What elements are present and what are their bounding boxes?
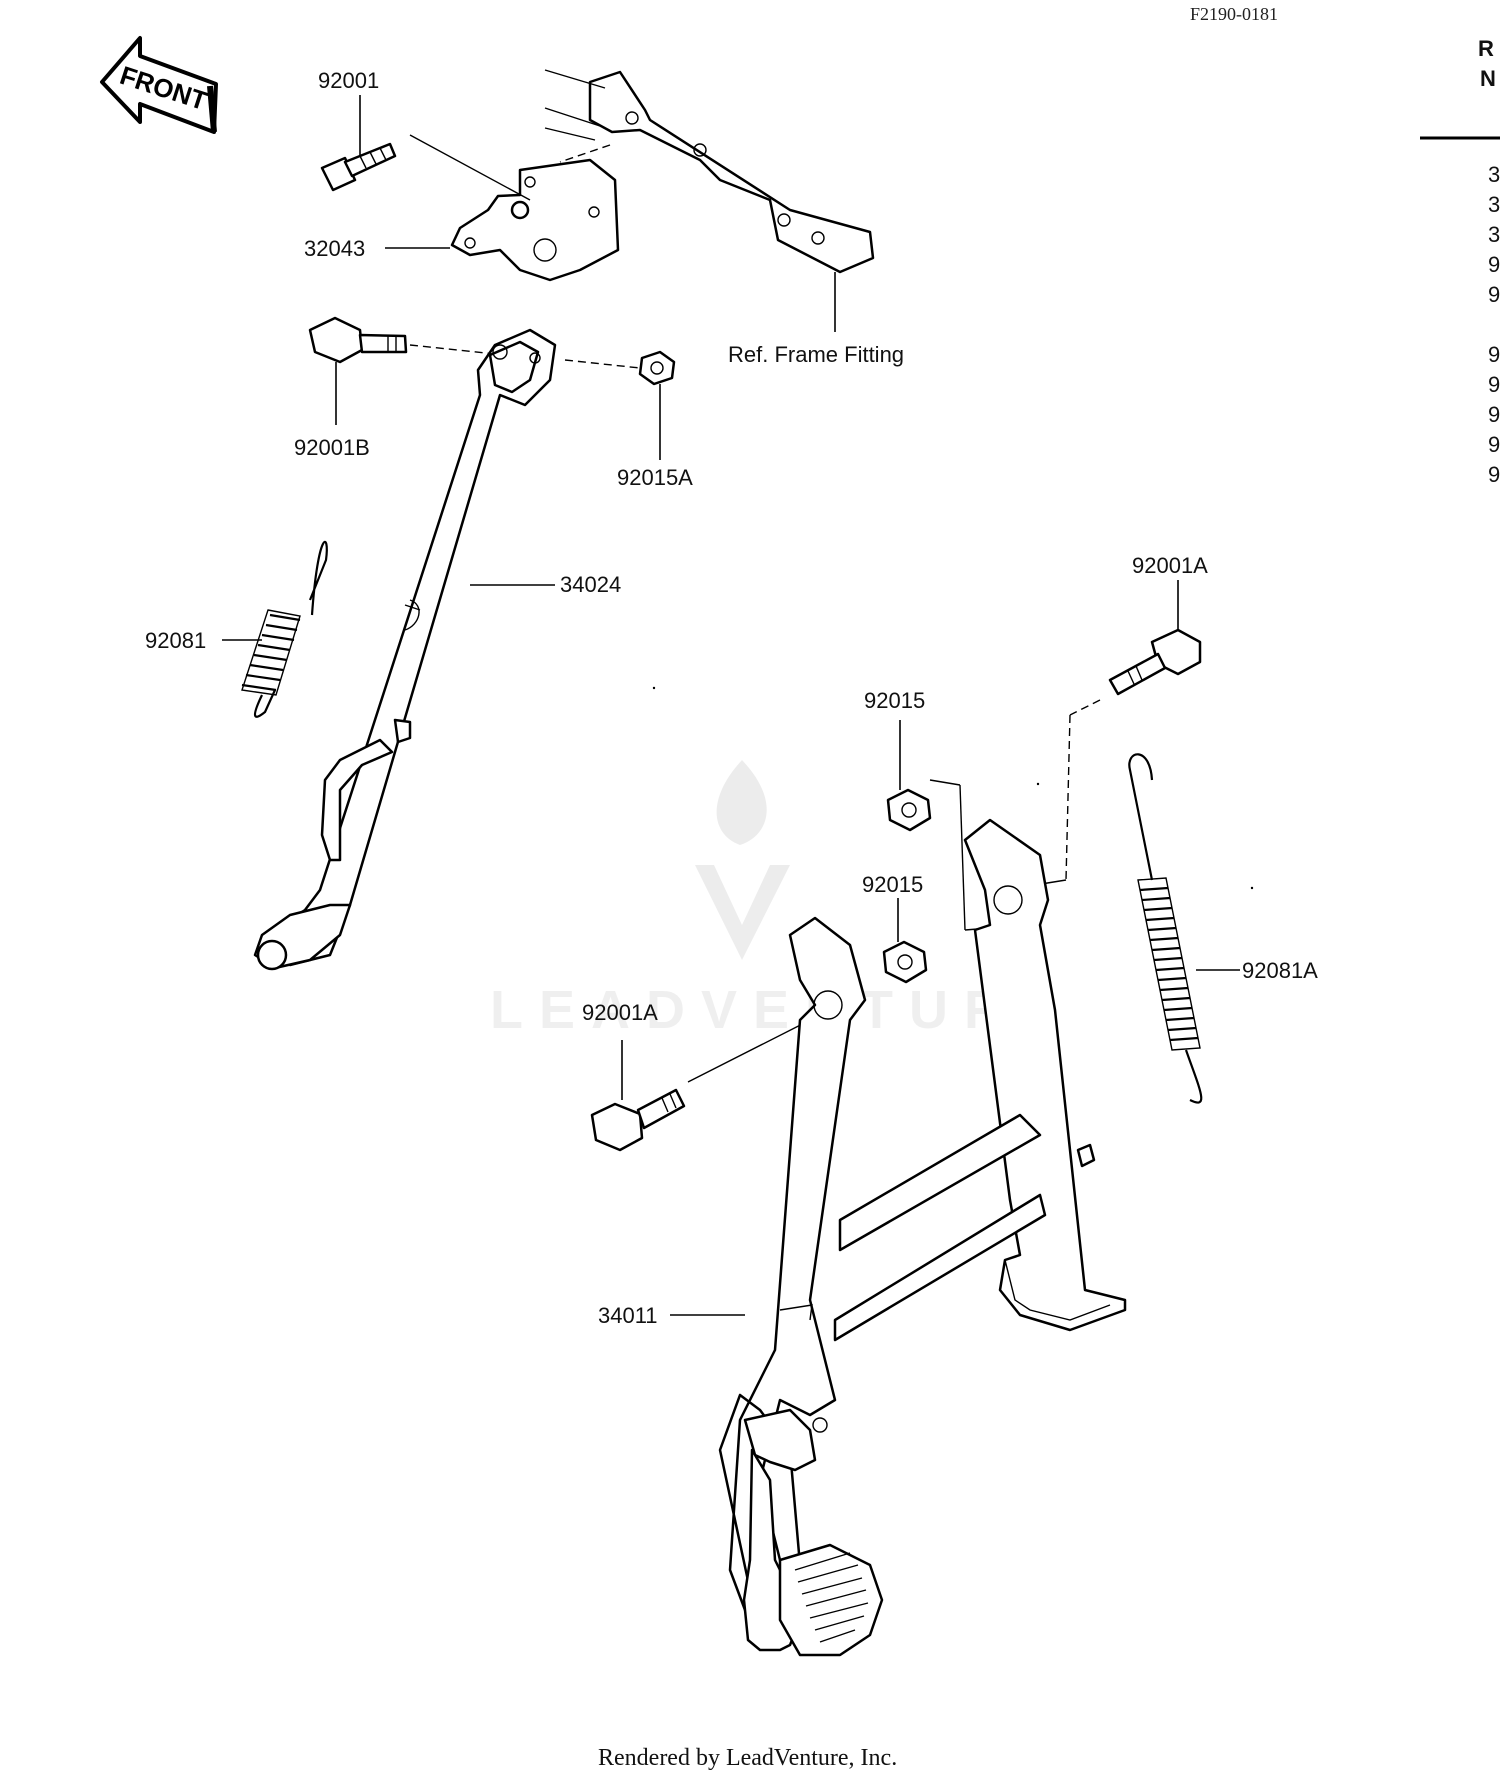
label-34024: 34024 bbox=[560, 572, 621, 597]
front-arrow-icon: FRONT bbox=[100, 36, 218, 134]
side-stand-34024 bbox=[253, 328, 557, 971]
bolt-92001A-left bbox=[590, 1009, 831, 1152]
center-stand-34011 bbox=[718, 818, 1127, 1657]
label-92081: 92081 bbox=[145, 628, 206, 653]
bolt-92001 bbox=[320, 134, 531, 201]
speck-mark bbox=[1036, 782, 1040, 786]
bracket-32043 bbox=[450, 144, 620, 282]
column-item: 3 bbox=[1488, 222, 1500, 247]
bolt-92001A-top bbox=[1034, 628, 1202, 886]
column-header-line2: N bbox=[1480, 66, 1496, 91]
diagram-code: F2190-0181 bbox=[1190, 4, 1278, 24]
nut-92015A bbox=[564, 350, 676, 386]
column-item: 9 bbox=[1488, 342, 1500, 367]
label-92015-top: 92015 bbox=[864, 688, 925, 713]
nut-92015-top bbox=[886, 779, 991, 931]
label-92001A-left: 92001A bbox=[582, 1000, 658, 1025]
column-item: 9 bbox=[1488, 282, 1500, 307]
label-92001A-top: 92001A bbox=[1132, 553, 1208, 578]
label-92001B: 92001B bbox=[294, 435, 370, 460]
column-item: 3 bbox=[1488, 162, 1500, 187]
watermark-logo-icon bbox=[695, 760, 790, 960]
label-92015-mid: 92015 bbox=[862, 872, 923, 897]
frame-fitting: Ref. Frame Fitting bbox=[544, 69, 904, 367]
label-92001: 92001 bbox=[318, 68, 379, 93]
column-item: 3 bbox=[1488, 192, 1500, 217]
ref-frame-label: Ref. Frame Fitting bbox=[728, 342, 904, 367]
column-item: 9 bbox=[1488, 402, 1500, 427]
spring-92081 bbox=[241, 540, 328, 718]
column-item: 9 bbox=[1488, 432, 1500, 457]
column-item: 9 bbox=[1488, 462, 1500, 487]
label-92015A: 92015A bbox=[617, 465, 693, 490]
column-item: 9 bbox=[1488, 372, 1500, 397]
speck-mark bbox=[652, 686, 656, 690]
column-header-line1: R bbox=[1478, 36, 1494, 61]
footer-credit: Rendered by LeadVenture, Inc. bbox=[598, 1745, 897, 1771]
speck-mark bbox=[1250, 886, 1254, 890]
spring-92081A bbox=[1128, 753, 1203, 1104]
label-34011: 34011 bbox=[598, 1303, 658, 1328]
bolt-92001B bbox=[308, 316, 506, 364]
nut-92015-mid bbox=[882, 940, 928, 984]
column-item: 9 bbox=[1488, 252, 1500, 277]
watermark-text: LEADVENTURE bbox=[490, 980, 1071, 1040]
label-32043: 32043 bbox=[304, 236, 365, 261]
label-92081A: 92081A bbox=[1242, 958, 1318, 983]
ref-number-column: R N 3 3 3 9 9 9 9 9 9 9 bbox=[1420, 36, 1500, 487]
